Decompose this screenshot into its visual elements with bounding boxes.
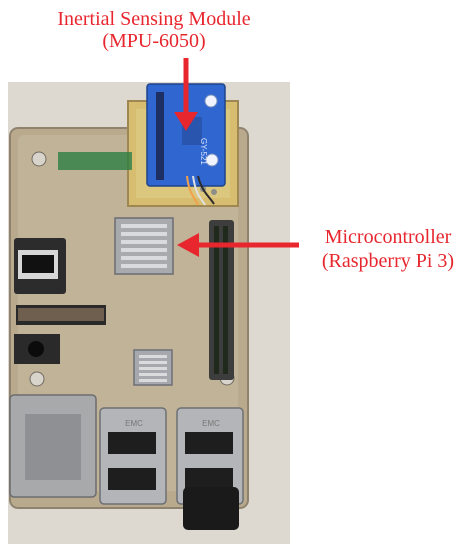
sensor-wire-3: [197, 175, 215, 205]
mpu-header-pins: [156, 92, 164, 180]
usb-port-left-upper-slot: [108, 432, 156, 454]
secondary-heatsink-fins: [139, 355, 167, 382]
hdmi-slot: [22, 255, 54, 273]
sensor-label-line-1: Inertial Sensing Module: [57, 8, 251, 30]
sensor-label: Inertial Sensing Module (MPU-6050): [28, 8, 280, 52]
usb-port-right-upper-slot: [185, 432, 233, 454]
usb-port-left-lower-slot: [108, 468, 156, 490]
controller-label-line-1: Microcontroller: [324, 226, 452, 248]
module-model-text: GY-521: [199, 138, 208, 165]
ribbon-connector-left-inner: [18, 308, 104, 321]
sensor-wire-2: [192, 175, 206, 206]
sensor-wire-1: [186, 175, 199, 206]
sensor-arrow-head: [174, 112, 198, 131]
audio-jack-hole: [28, 341, 44, 357]
mpu-mount-hole-bottom: [205, 153, 219, 167]
controller-arrow-head: [177, 233, 199, 257]
usb-port-right-lower-slot: [185, 468, 233, 490]
usb-right-brand: EMC: [202, 419, 220, 428]
cpu-heatsink-fins: [121, 224, 167, 268]
screw-bottom-left: [29, 371, 45, 387]
pcb-top-strip: [58, 152, 132, 170]
controller-label: Microcontroller (Raspberry Pi 3): [308, 226, 468, 273]
usb-dongle: [183, 487, 239, 530]
controller-label-line-2: (Raspberry Pi 3): [321, 249, 455, 272]
screw-top-left: [31, 151, 47, 167]
mpu-mount-hole-top: [204, 94, 218, 108]
ethernet-port-inner: [25, 414, 81, 480]
usb-left-brand: EMC: [125, 419, 143, 428]
sensor-label-line-2: (MPU-6050): [102, 30, 206, 52]
gpio-pins: [214, 226, 228, 374]
